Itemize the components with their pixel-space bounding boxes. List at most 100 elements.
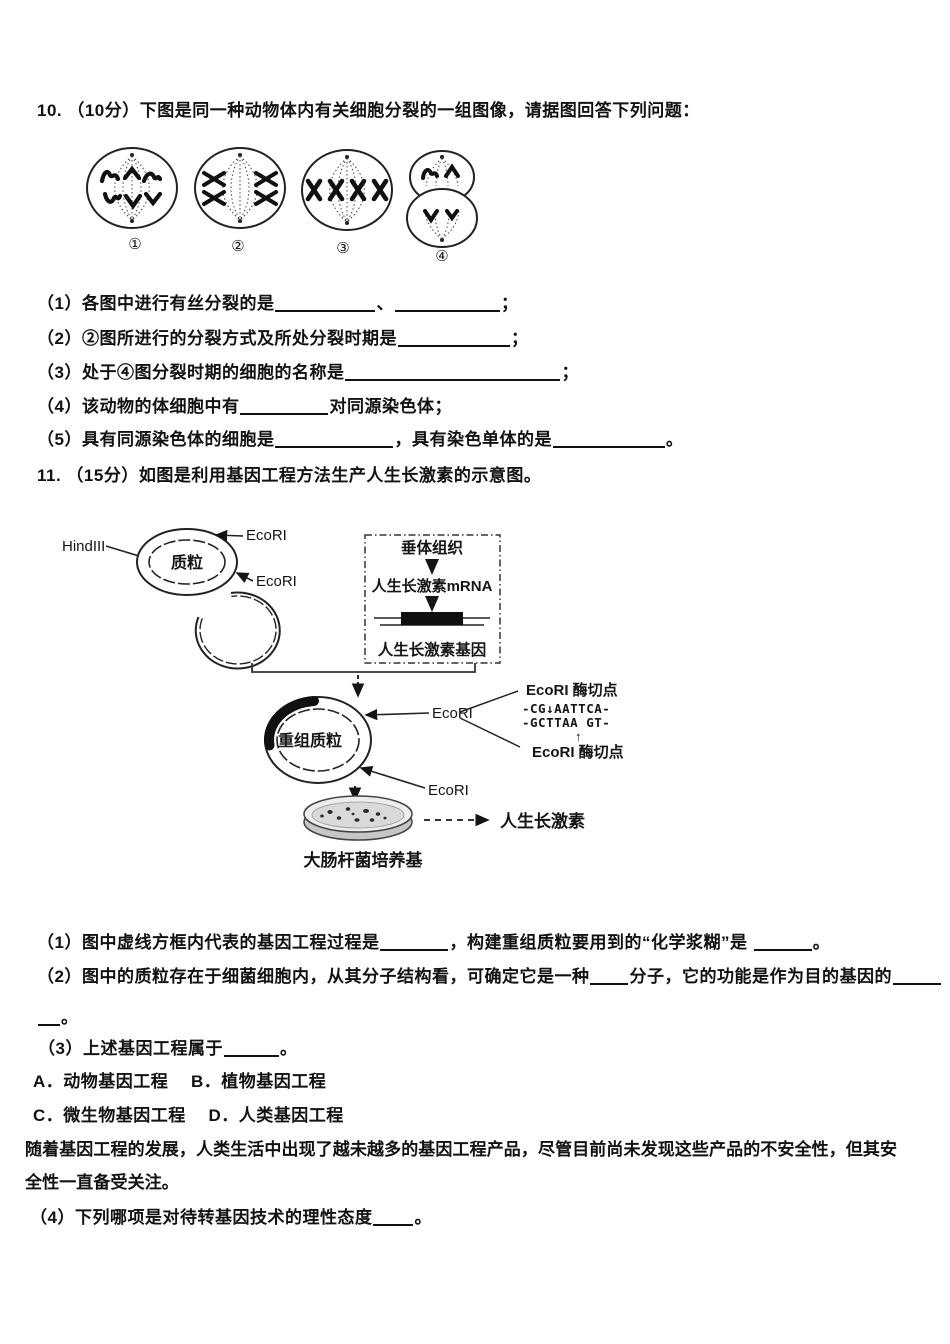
answer-blank (275, 430, 394, 448)
text-run: ； (500, 294, 519, 313)
ecori-arrow-3 (364, 709, 430, 721)
chromosomes (421, 163, 460, 224)
q10-item-5: （5）具有同源染色体的细胞是 ，具有染色单体的是 。 (37, 429, 683, 451)
q11-passage-line-1: 随着基因工程的发展，人类生活中出现了越未越多的基因工程产品，尽管目前尚未发现这些… (25, 1139, 897, 1161)
q11-item-2-cont: 。 (37, 1007, 79, 1029)
growth-hormone-product-label: 人生长激素 (500, 811, 585, 831)
q11-item-1: （1）图中虚线方框内代表的基因工程过程是 ，构建重组质粒要用到的“化学浆糊”是 。 (37, 932, 830, 954)
join-bracket (251, 663, 476, 673)
q11-item-2: （2）图中的质粒存在于细菌细胞内，从其分子结构看，可确定它是一种 分子，它的功能是… (37, 966, 942, 988)
text-run: 全性一直备受关注。 (25, 1173, 179, 1192)
dna-sequence-top: -CG↓AATTCA- (522, 701, 610, 716)
text-run: 。 (279, 1039, 298, 1058)
text-run: 。 (812, 933, 831, 952)
plasmid-label: 质粒 (171, 553, 203, 572)
answer-blank (394, 294, 500, 312)
cell-3 (301, 149, 393, 231)
text-run: 。 (61, 1008, 79, 1027)
plasmid: 质粒 (136, 528, 238, 596)
text-run: 。 (414, 1208, 432, 1227)
text-run: （3）上述基因工程属于 (38, 1039, 223, 1058)
text-run: ，构建重组质粒要用到的“化学浆糊”是 (449, 933, 753, 952)
text-run: ，具有染色单体的是 (394, 430, 552, 449)
up-arrow-glyph: ↑ (575, 729, 582, 744)
question-10-header: 10. （10分）下图是同一种动物体内有关细胞分裂的一组图像，请据图回答下列问题… (37, 101, 700, 120)
answer-blank (380, 933, 449, 951)
text-run: A．动物基因工程 B．植物基因工程 (33, 1072, 327, 1091)
text-run: 随着基因工程的发展，人类生活中出现了越未越多的基因工程产品，尽管目前尚未发现这些… (25, 1140, 898, 1159)
ecori-site-bottom-label: EcoRI 酶切点 (532, 743, 624, 761)
q10-item-2: （2）②图所进行的分裂方式及所处分裂时期是 ； (37, 328, 528, 350)
answer-blank (38, 1008, 60, 1026)
ecori-label-4: EcoRI (428, 782, 469, 799)
ecori-label-3: EcoRI (432, 705, 473, 722)
answer-blank (345, 363, 561, 381)
dna-sequence-bottom: -GCTTAA GT- (522, 715, 610, 730)
chromosomes (202, 171, 278, 206)
text-run: ； (510, 329, 529, 348)
answer-blank (275, 294, 376, 312)
ecori-arrow-2 (235, 572, 254, 584)
text-run: （1）各图中进行有丝分裂的是 (37, 294, 275, 313)
ecori-arrow-1 (214, 529, 244, 542)
cell-1-label: ① (128, 236, 141, 253)
text-run: 分子，它的功能是作为目的基因的 (629, 967, 892, 986)
q11-item-3: （3）上述基因工程属于 。 (38, 1038, 297, 1060)
pituitary-process-box: 垂体组织 人生长激素mRNA 人生长激素基因 (364, 534, 501, 664)
answer-blank (223, 1039, 279, 1057)
text-run: C．微生物基因工程 D．人类基因工程 (33, 1106, 344, 1125)
hindiii-label: HindIII (62, 538, 105, 555)
answer-blank (552, 430, 665, 448)
text-run: （2）图中的质粒存在于细菌细胞内，从其分子结构看，可确定它是一种 (37, 967, 590, 986)
text-run: （4）下列哪项是对待转基因技术的理性态度 (30, 1208, 373, 1227)
answer-blank (373, 1208, 414, 1226)
text-run: （3）处于④图分裂时期的细胞的名称是 (37, 363, 345, 382)
text-run: （4）该动物的体细胞中有 (37, 397, 240, 416)
q10-item-4: （4）该动物的体细胞中有 对同源染色体； (37, 396, 452, 418)
answer-blank (590, 967, 629, 985)
cell-division-figure: ① ② ③ ④ (86, 147, 478, 265)
text-run: （5）具有同源染色体的细胞是 (37, 430, 275, 449)
cell-3-label: ③ (336, 240, 349, 257)
inserted-gene-arc (264, 696, 319, 751)
mrna-label: 人生长激素mRNA (372, 577, 493, 595)
q10-item-1: （1）各图中进行有丝分裂的是 、 ； (37, 293, 518, 315)
recombinant-plasmid: 重组质粒 (264, 696, 372, 784)
cell-2-label: ② (231, 238, 244, 255)
ecori-arrow-4 (359, 765, 426, 789)
cut-site-callout: EcoRI 酶切点 -CG↓AATTCA- -GCTTAA GT- ↑ EcoR… (459, 681, 624, 761)
cut-plasmid (194, 591, 281, 670)
q11-options-cd: C．微生物基因工程 D．人类基因工程 (33, 1105, 344, 1127)
ecori-site-top-label: EcoRI 酶切点 (526, 681, 618, 699)
chromosomes (99, 165, 163, 210)
bacteria-colonies (320, 807, 387, 822)
ecori-label-1: EcoRI (246, 527, 287, 544)
text-run: 、 (376, 294, 394, 313)
q11-options-ab: A．动物基因工程 B．植物基因工程 (33, 1071, 326, 1093)
answer-blank (753, 933, 812, 951)
gene-engineering-figure: 质粒 HindIII EcoRI EcoRI 垂体组织 人生长激素mRNA 人生… (62, 527, 624, 870)
text-run: （1）图中虚线方框内代表的基因工程过程是 (37, 933, 380, 952)
q10-item-3: （3）处于④图分裂时期的细胞的名称是 ； (37, 362, 579, 384)
answer-blank (397, 329, 510, 347)
q11-passage-line-2: 全性一直备受关注。 (25, 1172, 179, 1194)
pituitary-tissue-label: 垂体组织 (401, 538, 463, 557)
chromosomes (305, 178, 389, 202)
cell-1 (86, 147, 178, 229)
recombinant-plasmid-label: 重组质粒 (278, 731, 342, 750)
question-11-header: 11. （15分）如图是利用基因工程方法生产人生长激素的示意图。 (37, 466, 542, 485)
answer-blank (892, 967, 941, 985)
growth-hormone-gene-label: 人生长激素基因 (378, 640, 487, 659)
hindiii-leader-line (105, 545, 140, 557)
cell-2 (194, 147, 286, 229)
answer-blank (240, 397, 329, 415)
ecori-label-2: EcoRI (256, 573, 297, 590)
cell-4 (406, 150, 478, 248)
text-run: （2）②图所进行的分裂方式及所处分裂时期是 (37, 329, 397, 348)
petri-dish (303, 795, 413, 841)
text-run: 对同源染色体； (329, 397, 452, 416)
text-run: ； (561, 363, 579, 382)
text-run: 。 (665, 430, 684, 449)
ecoli-medium-label: 大肠杆菌培养基 (304, 850, 424, 870)
